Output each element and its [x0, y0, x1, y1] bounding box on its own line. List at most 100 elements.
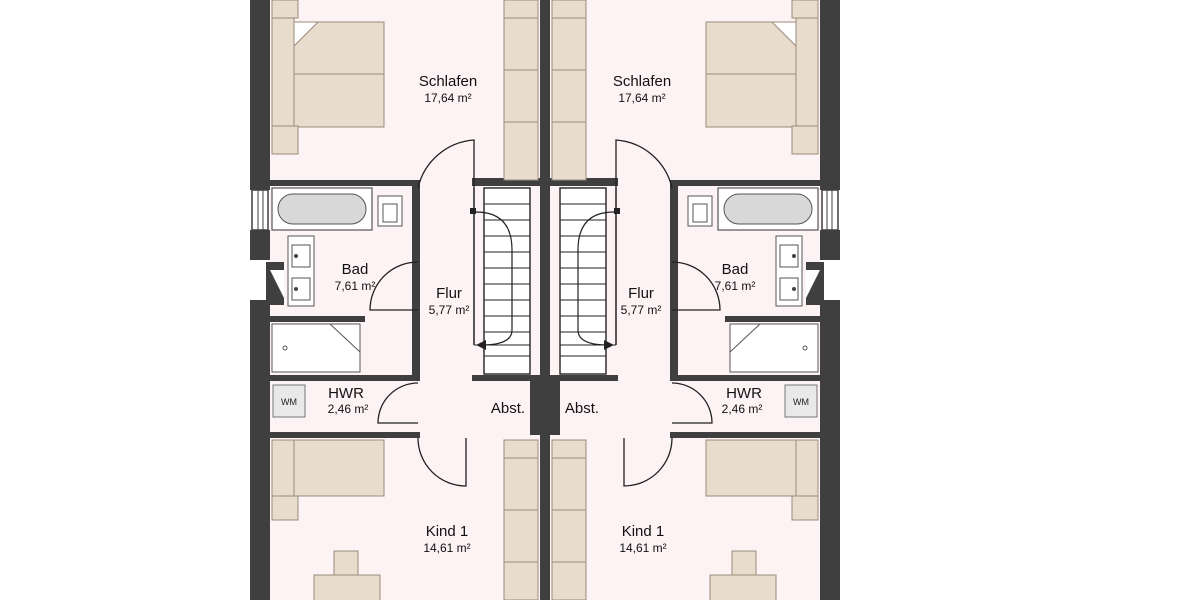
door-swing	[417, 437, 467, 487]
wall-wedge-light	[270, 270, 284, 298]
room-name-schlafen: Schlafen	[419, 73, 477, 90]
washing-machine-label: WM	[793, 397, 809, 407]
door-swing	[671, 261, 721, 311]
room-area-hwr: 2,46 m²	[328, 402, 369, 416]
chair	[731, 550, 757, 576]
interior-wall	[550, 380, 560, 435]
interior-wall	[270, 316, 365, 322]
bed-cover-fold	[770, 21, 797, 48]
outer-wall	[820, 300, 840, 380]
interior-wall	[725, 316, 820, 322]
stair-arrow-icon	[476, 340, 486, 350]
window	[821, 189, 839, 231]
interior-wall	[670, 432, 820, 438]
bed	[795, 17, 819, 127]
nightstand	[791, 495, 819, 521]
outer-wall	[820, 0, 840, 190]
room-area-hwr: 2,46 m²	[722, 402, 763, 416]
interior-wall	[472, 375, 540, 381]
stair-runner	[551, 0, 587, 181]
sink	[779, 244, 799, 268]
room-area-flur: 5,77 m²	[429, 303, 470, 317]
washing-machine	[784, 384, 818, 418]
door-swing	[623, 437, 673, 487]
stair-runner	[503, 439, 539, 600]
interior-wall	[550, 375, 618, 381]
stair-arrow-icon	[604, 340, 614, 350]
interior-wall	[670, 375, 820, 381]
wall-wedge-light	[806, 270, 820, 298]
room-area-bad: 7,61 m²	[335, 279, 376, 293]
bathtub-basin	[723, 193, 813, 225]
room-area-flur: 5,77 m²	[621, 303, 662, 317]
window	[251, 189, 269, 231]
interior-wall	[270, 375, 420, 381]
room-name-flur: Flur	[628, 285, 654, 302]
sink	[291, 277, 311, 301]
door-swing	[417, 139, 475, 189]
nightstand	[271, 495, 299, 521]
room-area-schlafen: 17,64 m²	[618, 91, 665, 105]
room-name-schlafen: Schlafen	[613, 73, 671, 90]
pillow	[791, 0, 819, 19]
interior-wall	[530, 380, 540, 435]
room-name-kind1: Kind 1	[622, 523, 665, 540]
interior-wall	[550, 178, 618, 186]
sink	[291, 244, 311, 268]
interior-wall	[270, 432, 420, 438]
washing-machine	[272, 384, 306, 418]
room-name-hwr: HWR	[726, 385, 762, 402]
bed	[271, 439, 295, 497]
nightstand	[791, 125, 819, 155]
washing-machine-label: WM	[281, 397, 297, 407]
outer-wall	[820, 230, 840, 260]
outer-wall	[250, 380, 270, 600]
room-name-abst: Abst.	[491, 400, 525, 417]
interior-wall	[472, 178, 540, 186]
outer-wall	[820, 380, 840, 600]
pillow	[271, 0, 299, 19]
outer-wall	[250, 0, 270, 190]
door-swing	[377, 382, 419, 424]
shower	[271, 323, 361, 373]
stair-walkline	[577, 211, 615, 346]
unit-left: WM Schlafen 17,64 m² Bad 7,61 m² Flur 5,…	[250, 0, 550, 600]
nightstand	[271, 125, 299, 155]
room-name-kind1: Kind 1	[426, 523, 469, 540]
room-area-kind1: 14,61 m²	[423, 541, 470, 555]
room-name-abst: Abst.	[565, 400, 599, 417]
stair-runner	[503, 0, 539, 181]
room-area-kind1: 14,61 m²	[619, 541, 666, 555]
chair	[333, 550, 359, 576]
door-swing	[671, 382, 713, 424]
room-name-bad: Bad	[722, 261, 749, 278]
room-area-bad: 7,61 m²	[715, 279, 756, 293]
unit-right: WM Schlafen 17,64 m² Bad 7,61 m² Flur 5,…	[540, 0, 840, 600]
desk	[313, 574, 381, 600]
room-name-flur: Flur	[436, 285, 462, 302]
interior-wall	[412, 180, 420, 375]
door-swing	[615, 139, 673, 189]
stair-runner	[551, 439, 587, 600]
bed	[795, 439, 819, 497]
interior-wall	[670, 180, 678, 375]
outer-wall	[250, 300, 270, 380]
interior-wall	[270, 180, 420, 186]
stair-walkline	[475, 211, 513, 346]
outer-wall	[250, 230, 270, 260]
room-area-schlafen: 17,64 m²	[424, 91, 471, 105]
bed	[293, 439, 385, 497]
desk	[709, 574, 777, 600]
party-wall	[540, 0, 550, 600]
bed	[271, 17, 295, 127]
sink	[779, 277, 799, 301]
door-swing	[369, 261, 419, 311]
interior-wall	[670, 180, 820, 186]
room-name-bad: Bad	[342, 261, 369, 278]
bathtub-basin	[277, 193, 367, 225]
staircase	[559, 187, 607, 375]
room-name-hwr: HWR	[328, 385, 364, 402]
shower	[729, 323, 819, 373]
staircase	[483, 187, 531, 375]
